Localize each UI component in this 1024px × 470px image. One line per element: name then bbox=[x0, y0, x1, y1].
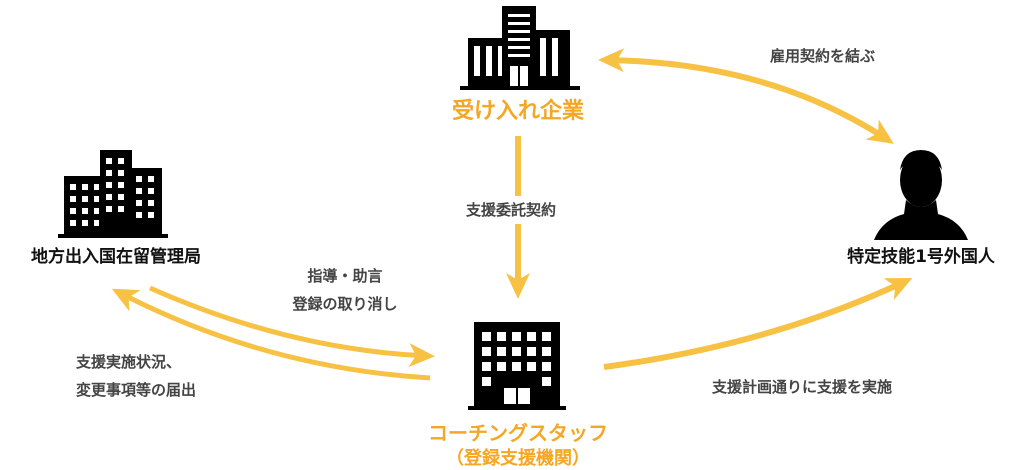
report-arrow bbox=[111, 288, 431, 381]
support-office-building-icon bbox=[468, 322, 566, 410]
report-label: 支援実施状況、 変更事項等の届出 bbox=[76, 348, 196, 404]
support-plan-label: 支援計画通りに支援を実施 bbox=[712, 378, 893, 396]
guidance-label-line1: 指導・助言 bbox=[307, 267, 383, 285]
employment-contract-label: 雇用契約を結ぶ bbox=[770, 47, 876, 65]
report-label-line1: 支援実施状況、 bbox=[76, 353, 182, 371]
person-silhouette-icon bbox=[874, 150, 968, 240]
support-org-label: コーチングスタッフ bbox=[428, 421, 608, 445]
report-label-line2: 変更事項等の届出 bbox=[76, 381, 197, 399]
consignment-contract-label: 支援委託契約 bbox=[460, 196, 563, 224]
government-building-icon bbox=[58, 150, 168, 238]
company-label: 受け入れ企業 bbox=[452, 98, 585, 124]
support-plan-arrow bbox=[603, 278, 913, 370]
worker-label: 特定技能1号外国人 bbox=[847, 246, 996, 267]
employment-arrow bbox=[598, 48, 894, 144]
guidance-label: 指導・助言 登録の取り消し bbox=[290, 262, 400, 318]
immigration-label: 地方出入国在留管理局 bbox=[31, 246, 201, 267]
guidance-label-line2: 登録の取り消し bbox=[292, 295, 398, 313]
office-building-icon bbox=[460, 6, 580, 90]
support-org-sublabel: （登録支援機関） bbox=[446, 447, 590, 469]
guidance-arrow bbox=[148, 285, 435, 368]
